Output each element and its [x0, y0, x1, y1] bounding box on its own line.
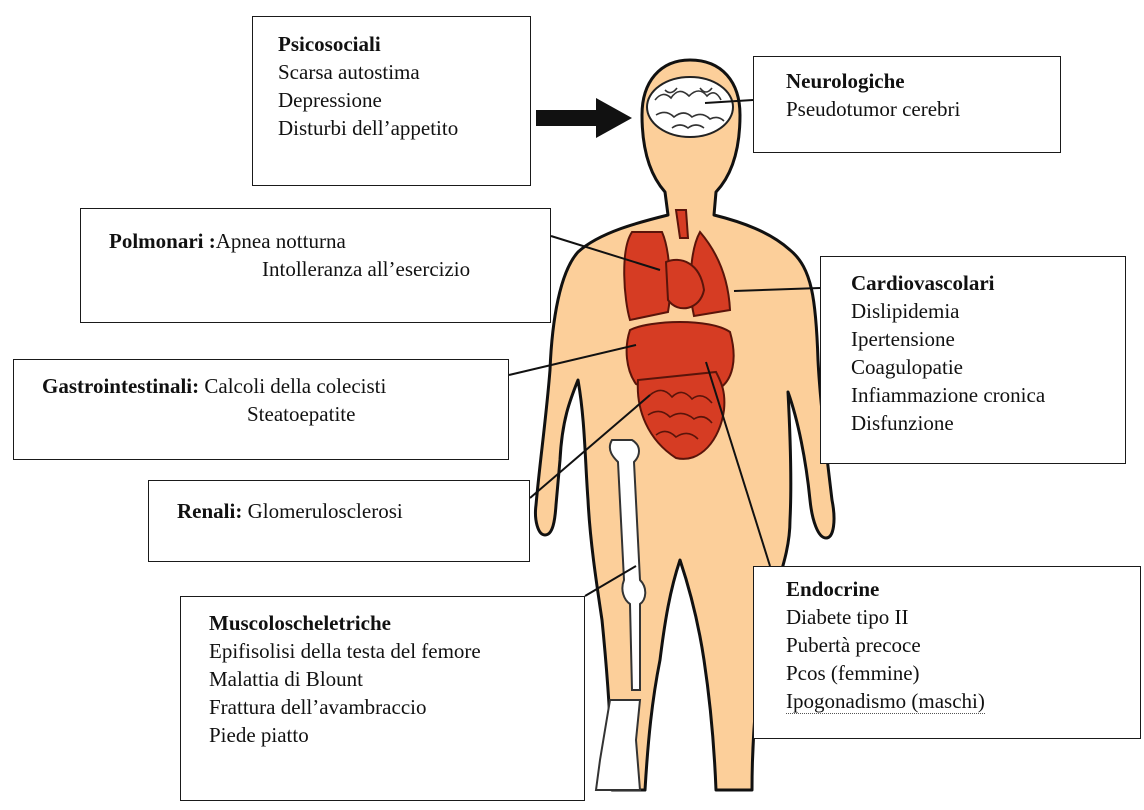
endocrine-item: Ipogonadismo (maschi)	[786, 689, 985, 714]
endocrine-item: Diabete tipo II	[786, 603, 1140, 631]
muscoloscheletriche-item: Piede piatto	[209, 721, 584, 749]
endocrine-item: Pubertà precoce	[786, 631, 1140, 659]
psicosociali-item: Disturbi dell’appetito	[278, 114, 530, 142]
cardiovascolari-item: Disfunzione	[851, 409, 1125, 437]
muscoloscheletriche-title: Muscoloscheletriche	[209, 609, 584, 637]
cardiovascolari-title: Cardiovascolari	[851, 269, 1125, 297]
endocrine-box: Endocrine Diabete tipo II Pubertà precoc…	[753, 566, 1141, 739]
neurologiche-item: Pseudotumor cerebri	[786, 95, 1060, 123]
renali-item: Glomerulosclerosi	[248, 499, 403, 523]
gastrointestinali-title: Gastrointestinali:	[42, 374, 199, 398]
psicosociali-item: Scarsa autostima	[278, 58, 530, 86]
psicosociali-box: Psicosociali Scarsa autostima Depression…	[252, 16, 531, 186]
polmonari-title: Polmonari :	[109, 229, 216, 253]
neurologiche-box: Neurologiche Pseudotumor cerebri	[753, 56, 1061, 153]
brain-icon	[647, 77, 733, 137]
psicosociali-title: Psicosociali	[278, 30, 530, 58]
muscoloscheletriche-item: Frattura dell’avambraccio	[209, 693, 584, 721]
psicosociali-item: Depressione	[278, 86, 530, 114]
cardiovascolari-item: Dislipidemia	[851, 297, 1125, 325]
polmonari-item: Intolleranza all’esercizio	[109, 255, 550, 283]
arrow-icon	[536, 98, 632, 138]
muscoloscheletriche-item: Malattia di Blount	[209, 665, 584, 693]
gastrointestinali-box: Gastrointestinali: Calcoli della colecis…	[13, 359, 509, 460]
neurologiche-title: Neurologiche	[786, 67, 1060, 95]
cardiovascolari-item: Infiammazione cronica	[851, 381, 1125, 409]
gastrointestinali-item: Calcoli della colecisti	[204, 374, 386, 398]
renali-title: Renali:	[177, 499, 242, 523]
cardiovascolari-item: Coagulopatie	[851, 353, 1125, 381]
gastrointestinali-item: Steatoepatite	[42, 400, 508, 428]
polmonari-item: Apnea notturna	[216, 229, 346, 253]
muscoloscheletriche-box: Muscoloscheletriche Epifisolisi della te…	[180, 596, 585, 801]
endocrine-title: Endocrine	[786, 575, 1140, 603]
cardiovascolari-item: Ipertensione	[851, 325, 1125, 353]
cardiovascolari-box: Cardiovascolari Dislipidemia Ipertension…	[820, 256, 1126, 464]
polmonari-box: Polmonari :Apnea notturna Intolleranza a…	[80, 208, 551, 323]
renali-box: Renali: Glomerulosclerosi	[148, 480, 530, 562]
endocrine-item: Pcos (femmine)	[786, 659, 1140, 687]
muscoloscheletriche-item: Epifisolisi della testa del femore	[209, 637, 584, 665]
